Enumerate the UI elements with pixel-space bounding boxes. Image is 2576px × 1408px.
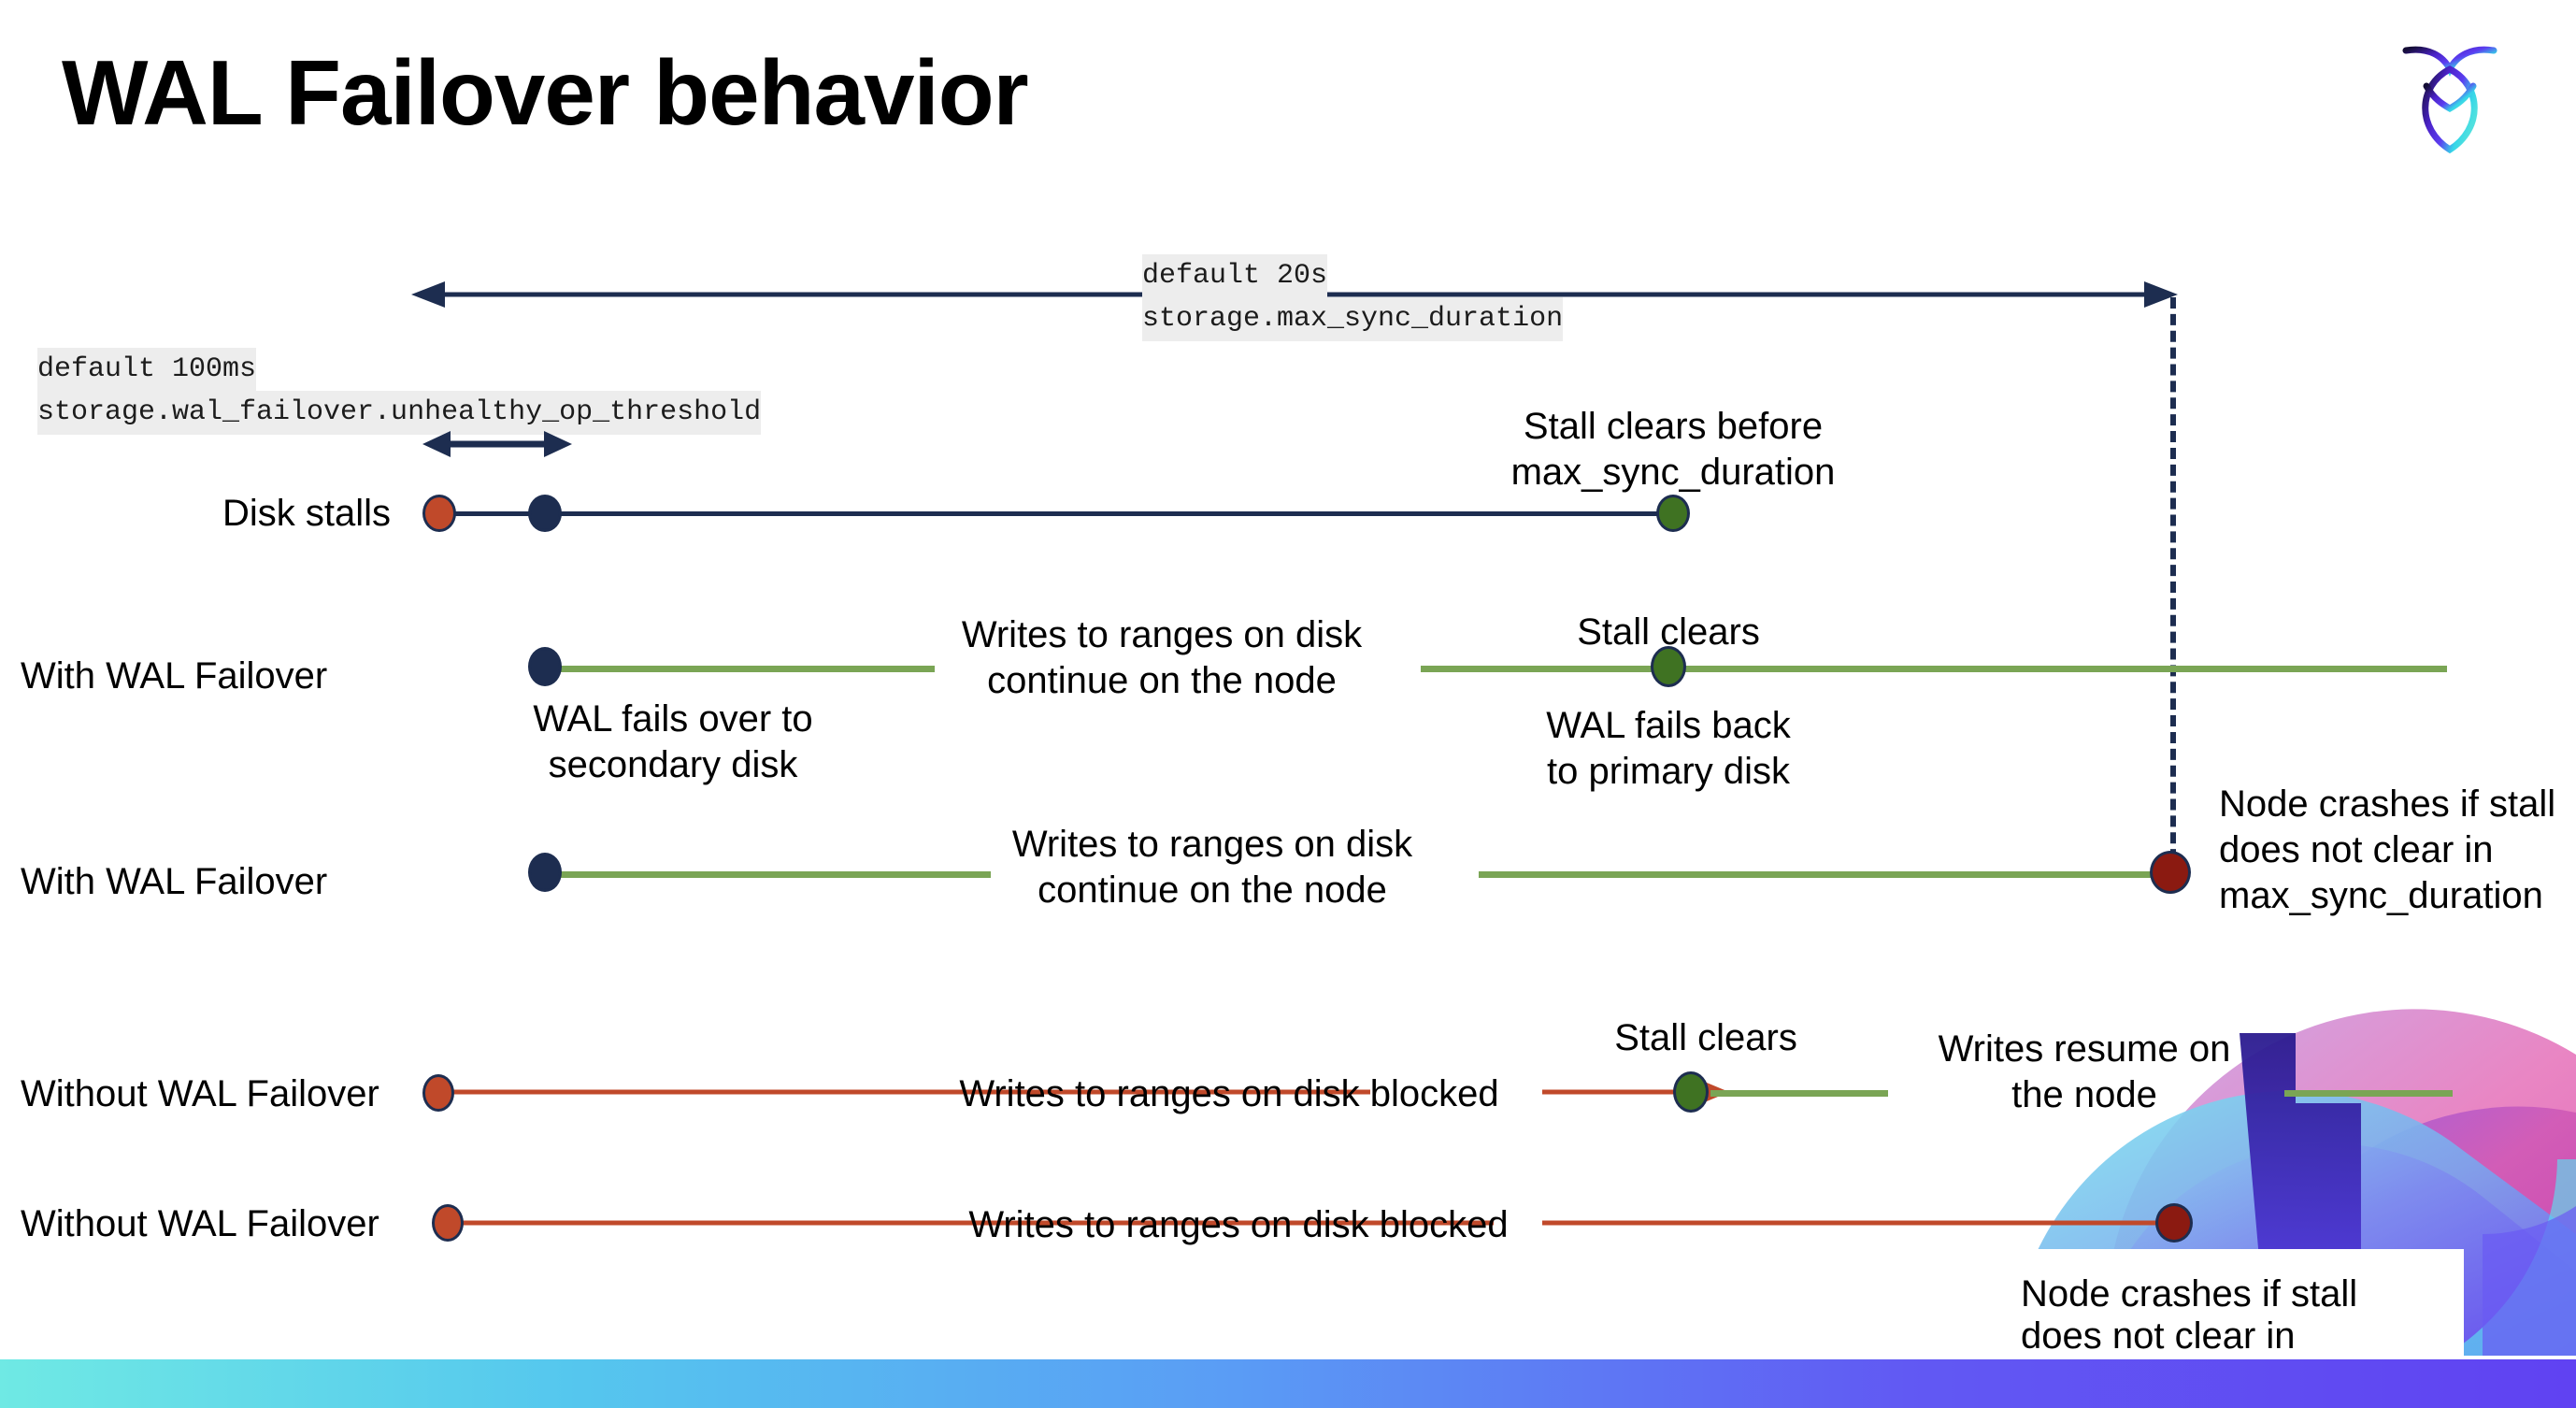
note-line: max_sync_duration <box>2219 874 2543 916</box>
note-line: Stall clears before <box>1523 406 1824 447</box>
note-line: the node <box>2011 1073 2157 1115</box>
note-writes-resume-row4: Writes resume on the node <box>1925 1027 2243 1118</box>
node-crash-dot-row5 <box>2155 1203 2193 1243</box>
note-node-crashes-row3: Node crashes if stall does not clear in … <box>2219 782 2574 918</box>
row-label-disk-stalls: Disk stalls <box>222 493 392 534</box>
wal-failover-start-dot-row3 <box>528 853 562 892</box>
stall-clears-dot-row2 <box>1651 646 1686 687</box>
note-line: max_sync_duration <box>1510 451 1836 493</box>
without-failover-blocked-line-row5 <box>439 1220 1494 1226</box>
note-line: Writes to ranges on disk <box>1011 824 1413 865</box>
bottom-gradient-bar <box>0 1359 2576 1408</box>
max-sync-setting-label: storage.max_sync_duration <box>1142 297 1564 341</box>
note-line: continue on the node <box>987 659 1337 701</box>
note-line: continue on the node <box>1038 869 1387 911</box>
note-line: secondary disk <box>548 743 798 785</box>
note-line: WAL fails over to <box>533 698 813 740</box>
row-label-without-wal-failover-1: Without WAL Failover <box>21 1073 379 1114</box>
note-line: Writes to ranges on disk <box>961 614 1363 655</box>
note-writes-blocked-row5: Writes to ranges on disk blocked <box>968 1204 1509 1245</box>
unhealthy-op-default-label: default 100ms <box>37 348 257 392</box>
without-failover-blocked-arrowhead-row4 <box>1542 1078 1729 1106</box>
note-wal-fails-back: WAL fails back to primary disk <box>1496 703 1841 795</box>
disk-stalls-timeline <box>436 511 1679 516</box>
stall-clears-dot-row4 <box>1673 1071 1709 1113</box>
note-line: to primary disk <box>1546 750 1791 792</box>
note-line: WAL fails back <box>1546 705 1791 746</box>
note-writes-continue-row3: Writes to ranges on disk continue on the… <box>993 822 1432 913</box>
node-crash-dot-row3 <box>2150 851 2191 894</box>
row-label-with-wal-failover-2: With WAL Failover <box>21 861 328 902</box>
note-stall-clears-before-max-sync: Stall clears before max_sync_duration <box>1467 404 1879 496</box>
note-wal-fails-over: WAL fails over to secondary disk <box>486 697 860 788</box>
note-line: Writes resume on <box>1938 1028 2231 1070</box>
note-line: does not clear in <box>2219 828 2494 870</box>
note-line: Node crashes if stall <box>2219 783 2556 825</box>
without-failover-resume-line-row4 <box>1710 1090 1888 1097</box>
without-failover-blocked-arrow-row4 <box>439 1089 1370 1095</box>
disk-stall-start-dot <box>422 495 456 532</box>
wal-failover-timeline-seg2-row3 <box>1479 871 2170 878</box>
stall-start-dot-row5 <box>432 1204 464 1242</box>
page-title: WAL Failover behavior <box>62 41 1029 144</box>
without-failover-resume-line2-row4 <box>2284 1090 2453 1097</box>
wal-failover-timeline-seg1-row3 <box>542 871 991 878</box>
note-writes-blocked-row4: Writes to ranges on disk blocked <box>959 1073 1499 1114</box>
row-label-without-wal-failover-2: Without WAL Failover <box>21 1203 379 1244</box>
wal-failover-start-dot-row2 <box>528 647 562 686</box>
stall-start-dot-row4 <box>422 1074 454 1112</box>
wal-failover-trigger-dot <box>528 495 562 532</box>
note-line: Node crashes if stall <box>2021 1273 2358 1315</box>
stall-clears-dot-row1 <box>1656 495 1690 532</box>
max-sync-dashed-guide <box>2170 297 2176 877</box>
note-stall-clears-row2: Stall clears <box>1577 611 1760 653</box>
cockroachdb-logo-icon <box>2389 28 2511 159</box>
unhealthy-op-threshold-arrow <box>422 431 572 457</box>
wal-failover-timeline-seg2-row2 <box>1421 666 2447 672</box>
without-failover-crash-arrow-row5 <box>1542 1209 2187 1237</box>
max-sync-default-label: default 20s <box>1142 254 1328 298</box>
note-line: does not clear in <box>2021 1315 2296 1357</box>
note-writes-continue-row2: Writes to ranges on disk continue on the… <box>942 612 1381 704</box>
wal-failover-timeline-seg1-row2 <box>542 666 935 672</box>
unhealthy-op-setting-label: storage.wal_failover.unhealthy_op_thresh… <box>37 391 762 435</box>
row-label-with-wal-failover-1: With WAL Failover <box>21 655 328 697</box>
note-stall-clears-row4: Stall clears <box>1614 1017 1797 1058</box>
